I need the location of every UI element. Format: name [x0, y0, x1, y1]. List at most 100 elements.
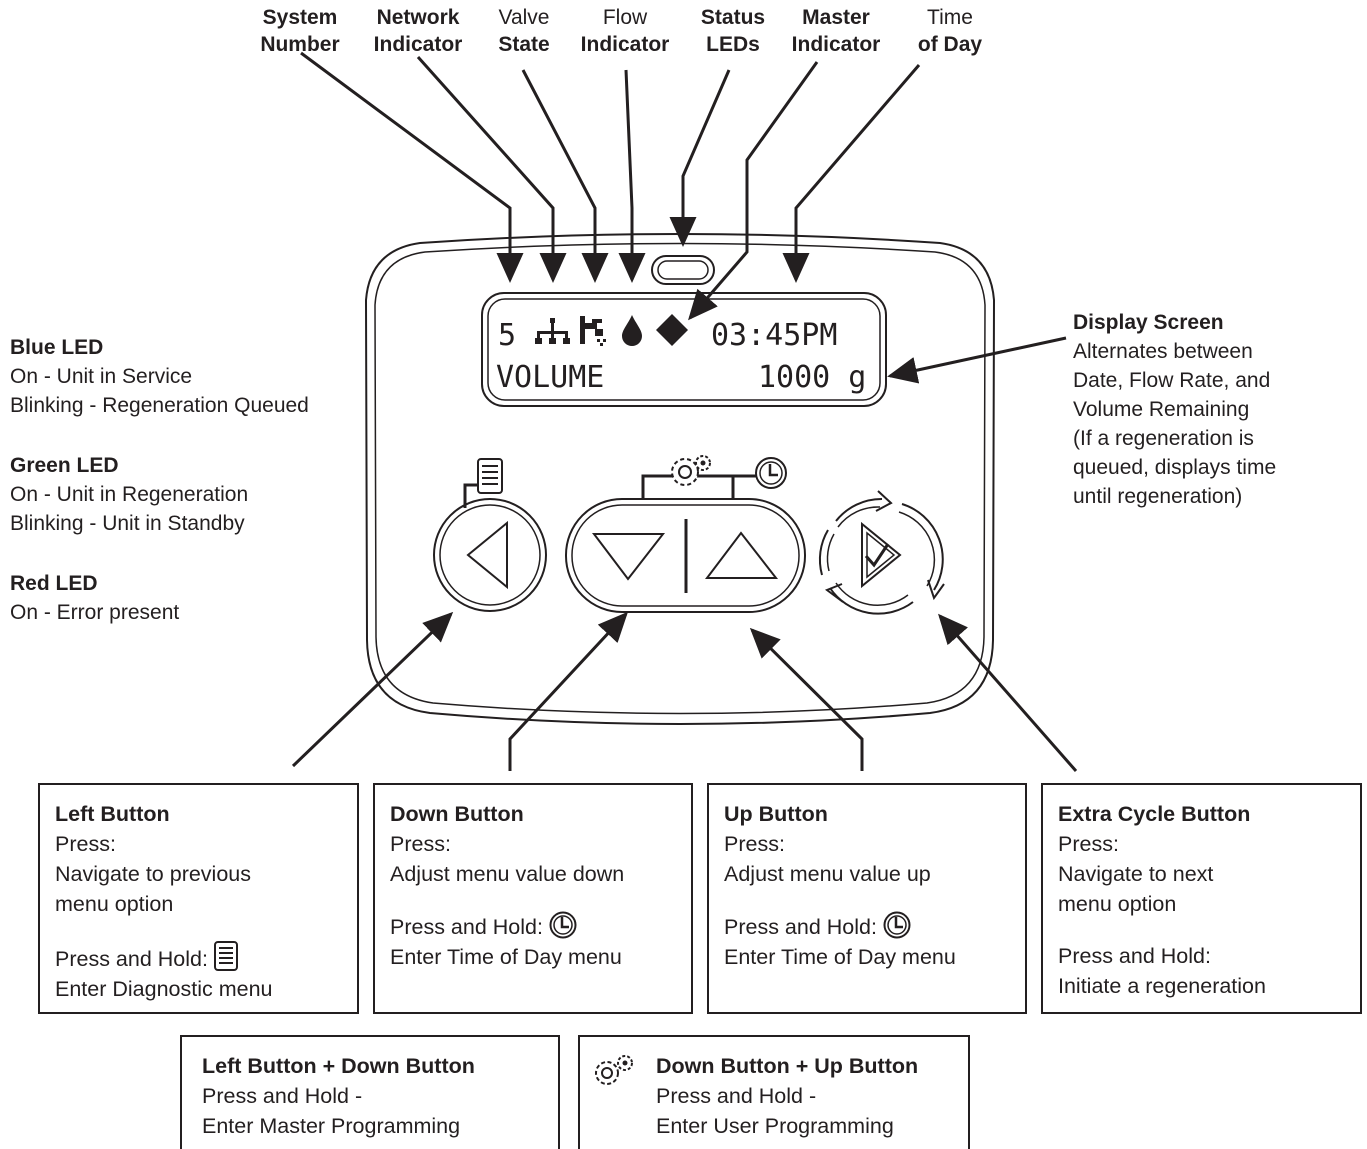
box-line: Navigate to previous: [55, 862, 251, 886]
up-arrow-icon: [704, 531, 779, 579]
left-button-outer[interactable]: [433, 498, 547, 612]
lcd-line2-label: VOLUME: [496, 360, 604, 395]
note-line: queued, displays time: [1073, 456, 1277, 479]
label-line2: Indicator: [580, 33, 670, 56]
box-line-hold: Press and Hold:: [724, 911, 1025, 942]
status-led-pill: [651, 255, 715, 285]
legend-title: Red LED: [10, 572, 98, 595]
down-arrow-icon: [591, 533, 666, 581]
down-up-button-outer[interactable]: [565, 498, 806, 613]
label-line2: Indicator: [791, 33, 881, 56]
box-line: Press and Hold -: [202, 1084, 363, 1108]
panel-outer-outline: [364, 233, 996, 725]
label-flow-indicator: Flow Indicator: [565, 4, 685, 58]
gears-icon: [595, 1055, 633, 1085]
box-line: Adjust menu value up: [724, 862, 931, 886]
box-line: Press:: [55, 832, 116, 856]
left-button-inner[interactable]: [439, 504, 541, 606]
check-mark-icon: [864, 543, 890, 568]
label-network-indicator: Network Indicator: [343, 4, 493, 58]
note-title: Display Screen: [1073, 311, 1224, 334]
box-line: Enter User Programming: [656, 1114, 894, 1138]
led-legend-blue: Blue LED On - Unit in Service Blinking -…: [10, 333, 309, 420]
label-line2: Number: [260, 33, 340, 56]
down-up-button-inner[interactable]: [571, 504, 800, 607]
lcd-screen: [481, 292, 887, 407]
lcd-line2-value: 1000 g: [758, 360, 866, 395]
label-system-number: System Number: [225, 4, 375, 58]
status-led-pill-inner: [657, 260, 709, 280]
box-hold-label: Press and Hold:: [390, 915, 543, 939]
box-title: Extra Cycle Button: [1058, 802, 1251, 826]
valve-faucet-icon: [580, 316, 606, 346]
left-down-combo-box: Left Button + Down Button Press and Hold…: [180, 1035, 560, 1149]
label-time-of-day: Time of Day: [900, 4, 1000, 58]
lcd-screen-inner: [487, 298, 881, 401]
diagnostic-list-icon: [477, 458, 503, 494]
box-hold-label: Press and Hold:: [55, 947, 208, 971]
note-line: Volume Remaining: [1073, 398, 1250, 421]
legend-title: Blue LED: [10, 336, 104, 359]
label-line2: LEDs: [706, 33, 760, 56]
left-button-box: Left Button Press: Navigate to previous …: [38, 783, 359, 1014]
label-leader-arrows: [291, 51, 1078, 772]
legend-line: On - Unit in Regeneration: [10, 483, 249, 506]
legend-line: Blinking - Regeneration Queued: [10, 394, 309, 417]
led-legend-red: Red LED On - Error present: [10, 569, 179, 627]
down-up-combo-box: Down Button + Up Button Press and Hold -…: [578, 1035, 970, 1149]
up-button-box: Up Button Press: Adjust menu value up Pr…: [707, 783, 1027, 1014]
extra-cycle-button[interactable]: [818, 490, 945, 615]
box-title: Down Button: [390, 802, 524, 826]
label-line2: Indicator: [373, 33, 463, 56]
note-line: Date, Flow Rate, and: [1073, 369, 1271, 392]
box-hold-label: Press and Hold:: [724, 915, 877, 939]
clock-icon: [755, 457, 787, 489]
note-line: until regeneration): [1073, 485, 1243, 508]
label-status-leds: Status LEDs: [683, 4, 783, 58]
box-line: Adjust menu value down: [390, 862, 625, 886]
diagnostic-bracket: [463, 483, 478, 508]
box-line: menu option: [1058, 892, 1177, 916]
led-legend-green: Green LED On - Unit in Regeneration Blin…: [10, 451, 248, 538]
left-arrow-icon: [466, 520, 508, 590]
legend-title: Green LED: [10, 454, 119, 477]
box-title: Up Button: [724, 802, 828, 826]
box-line: Initiate a regeneration: [1058, 974, 1266, 998]
box-line-hold: Press and Hold:: [390, 911, 691, 942]
box-line: Navigate to next: [1058, 862, 1214, 886]
extra-cycle-button-box: Extra Cycle Button Press: Navigate to ne…: [1041, 783, 1362, 1014]
box-line: Press:: [390, 832, 451, 856]
check-arrow-icon: [861, 521, 902, 589]
box-title: Down Button + Up Button: [656, 1054, 919, 1078]
box-title: Left Button + Down Button: [202, 1054, 475, 1078]
panel-inner-outline: [374, 242, 986, 715]
box-line: Enter Diagnostic menu: [55, 977, 273, 1001]
diagnostic-list-icon: [213, 941, 238, 971]
label-line1: Network: [376, 6, 460, 29]
box-line-hold: Press and Hold:: [55, 941, 357, 974]
network-icon: [535, 318, 570, 344]
legend-line: Blinking - Unit in Standby: [10, 512, 245, 535]
label-line2: of Day: [917, 33, 983, 56]
gears-icon: [671, 455, 711, 486]
box-line: Press and Hold:: [1058, 944, 1211, 968]
box-line: Enter Time of Day menu: [390, 945, 622, 969]
label-line1: Valve: [498, 6, 550, 29]
note-line: Alternates between: [1073, 340, 1253, 363]
lcd-system-number: 5: [498, 318, 516, 353]
label-line1: Flow: [602, 6, 648, 29]
label-master-indicator: Master Indicator: [776, 4, 896, 58]
lcd-time: 03:45PM: [711, 318, 837, 353]
legend-line: On - Unit in Service: [10, 365, 193, 388]
note-line: (If a regeneration is: [1073, 427, 1254, 450]
clock-icon: [883, 911, 911, 939]
clock-icon: [549, 911, 577, 939]
legend-line: On - Error present: [10, 601, 180, 624]
label-line1: Status: [700, 6, 766, 29]
check-arrow-icon-inner: [866, 531, 896, 579]
label-line2: State: [498, 33, 550, 56]
box-line: Press:: [1058, 832, 1119, 856]
label-line1: Time: [927, 6, 973, 29]
